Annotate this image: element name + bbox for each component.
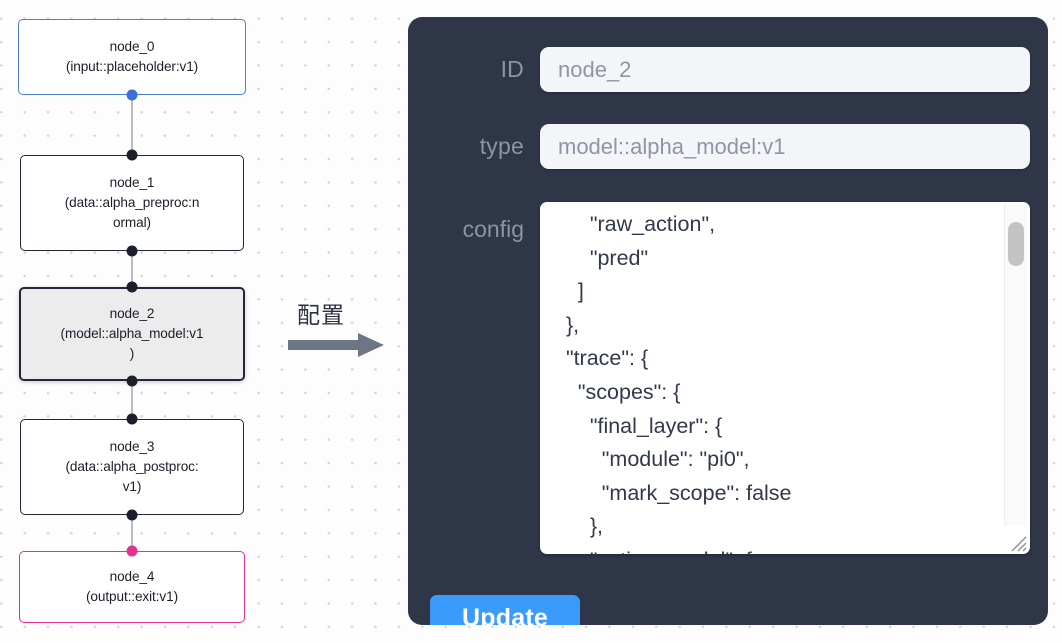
id-input[interactable] [540, 47, 1030, 92]
handle-node4-target[interactable] [126, 545, 138, 557]
update-button[interactable]: Update [430, 595, 580, 625]
flow-node-node_2[interactable]: node_2 (model::alpha_model:v1 ) [19, 287, 245, 381]
flow-node-label: node_1 (data::alpha_preproc:n ormal) [64, 175, 200, 230]
config-textarea-wrapper [540, 202, 1030, 554]
arrow-right-icon [288, 333, 384, 357]
field-row-id: ID [422, 47, 1030, 92]
flow-node-label: node_0 (input::placeholder:v1) [65, 39, 199, 74]
flow-node-node_0[interactable]: node_0 (input::placeholder:v1) [18, 19, 246, 95]
field-row-config: config [422, 202, 1030, 554]
resize-grip-icon[interactable] [1006, 531, 1028, 553]
id-field-label: ID [500, 56, 524, 82]
configure-arrow-annotation: 配置 [288, 296, 398, 366]
edge-node0-node1[interactable] [131, 95, 134, 155]
handle-node2-source[interactable] [126, 375, 138, 387]
flow-node-label: node_4 (output::exit:v1) [86, 569, 178, 604]
config-scrollbar-thumb[interactable] [1008, 222, 1024, 266]
flow-node-node_3[interactable]: node_3 (data::alpha_postproc: v1) [20, 419, 244, 515]
handle-node1-source[interactable] [126, 245, 138, 257]
flow-node-label: node_3 (data::alpha_postproc: v1) [65, 439, 199, 494]
handle-node3-target[interactable] [126, 413, 138, 425]
flow-node-node_1[interactable]: node_1 (data::alpha_preproc:n ormal) [20, 155, 244, 251]
edge-node3-node4[interactable] [131, 515, 134, 551]
handle-node2-target[interactable] [126, 281, 138, 293]
type-input[interactable] [540, 124, 1030, 169]
config-textarea[interactable] [540, 202, 1030, 554]
handle-node1-target[interactable] [126, 149, 138, 161]
config-field-label: config [462, 216, 524, 242]
node-config-panel: ID type config Update [408, 17, 1048, 625]
edge-node1-node2[interactable] [131, 251, 134, 287]
config-scrollbar-track[interactable] [1004, 204, 1027, 526]
handle-node3-source[interactable] [126, 509, 138, 521]
flow-node-label: node_2 (model::alpha_model:v1 ) [60, 306, 204, 361]
handle-node0-source[interactable] [126, 89, 138, 101]
flow-node-node_4[interactable]: node_4 (output::exit:v1) [19, 551, 245, 623]
field-row-type: type [422, 124, 1030, 169]
edge-node2-node3[interactable] [131, 381, 134, 419]
configure-arrow-label: 配置 [297, 303, 345, 329]
type-field-label: type [479, 133, 524, 159]
